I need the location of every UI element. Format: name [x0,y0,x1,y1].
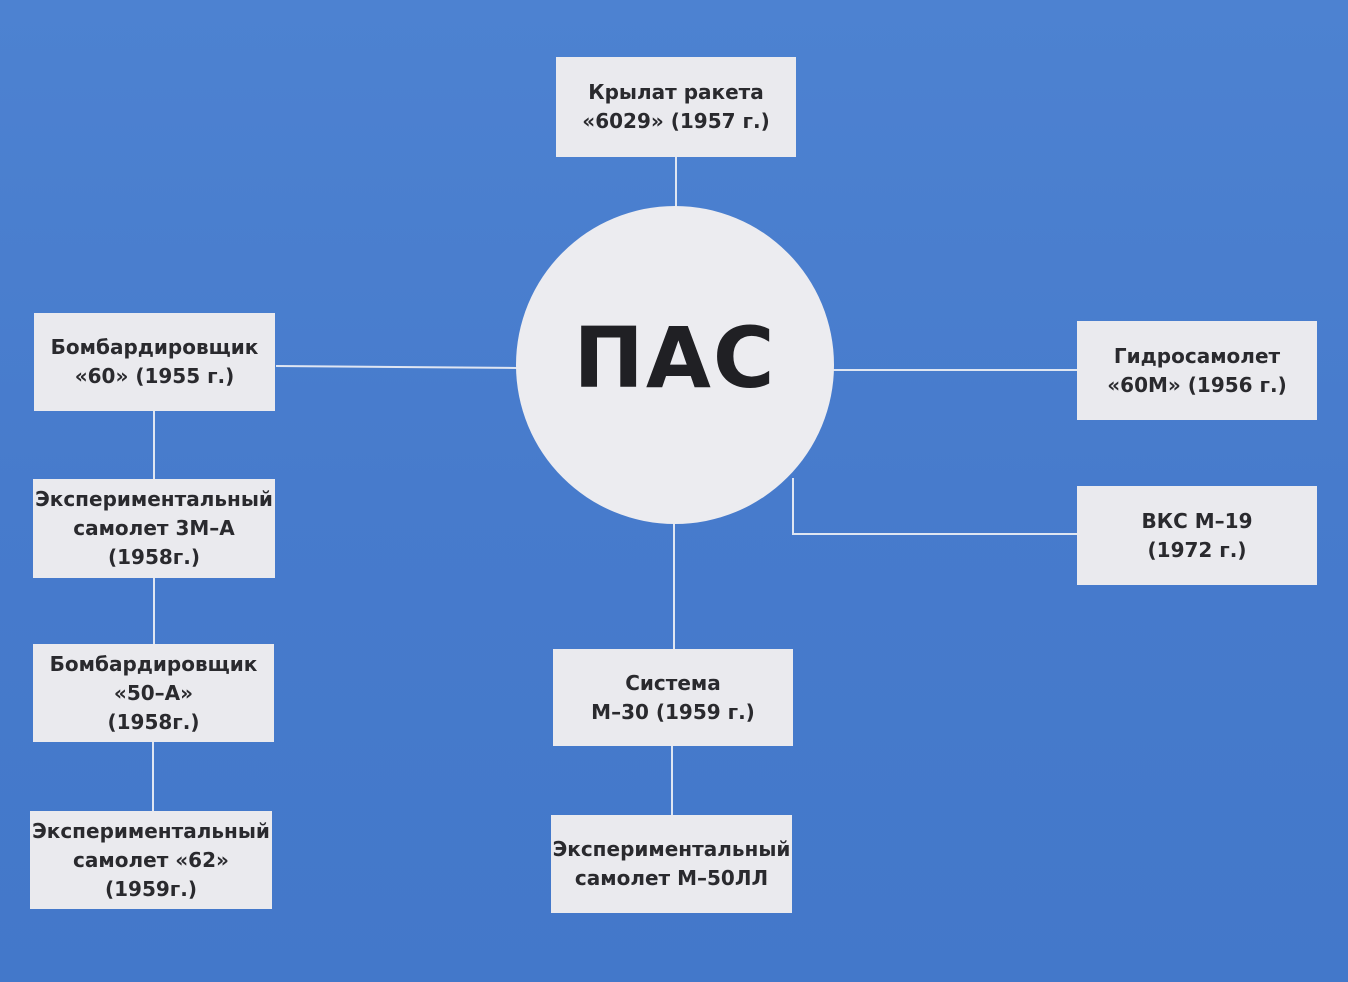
node-line: Гидросамолет [1113,343,1281,368]
node-line: Экспериментальный [552,837,791,861]
node-bomber-60: Бомбардировщик «60» (1955 г.) [34,313,275,411]
node-vks-m19: ВКС М–19 (1972 г.) [1077,486,1317,585]
node-seaplane-60m: Гидросамолет «60М» (1956 г.) [1077,321,1317,420]
node-line: самолет 3М–А [73,516,235,540]
node-line: Крылат ракета [588,80,764,104]
node-line: ВКС М–19 [1141,508,1253,533]
node-line: Бомбардировщик [50,335,259,359]
connector-hub-vks-m19 [792,478,1078,535]
node-line: «60М» (1956 г.) [1107,372,1287,397]
node-line: Экспериментальный [35,487,273,511]
node-line: «60» (1955 г.) [74,364,235,388]
node-line: (1958г.) [107,709,200,734]
node-line: Бомбардировщик [49,651,258,676]
node-line: (1972 г.) [1147,537,1247,562]
node-line: «50–А» [113,680,194,705]
node-system-m30: Система М–30 (1959 г.) [553,649,793,746]
node-line: самолет М–50ЛЛ [574,866,769,890]
node-line: «6029» (1957 г.) [582,109,770,133]
node-cruise-missile: Крылат ракета «6029» (1957 г.) [556,57,796,157]
connector-hub-bomber-60 [275,365,518,369]
node-line: Система [625,670,721,695]
node-experimental-62: Экспериментальный самолет «62» (1959г.) [30,811,272,909]
hub-circle: ПАС [516,206,834,524]
node-line: (1958г.) [108,545,200,569]
node-experimental-m50ll: Экспериментальный самолет М–50ЛЛ [551,815,792,913]
hub-label: ПАС [573,309,777,407]
node-bomber-50a: Бомбардировщик «50–А» (1958г.) [33,644,274,742]
node-experimental-3ma: Экспериментальный самолет 3М–А (1958г.) [33,479,275,578]
node-line: самолет «62» [73,847,229,872]
node-line: Экспериментальный [32,818,270,843]
node-line: М–30 (1959 г.) [591,699,755,724]
node-line: (1959г.) [105,876,197,901]
